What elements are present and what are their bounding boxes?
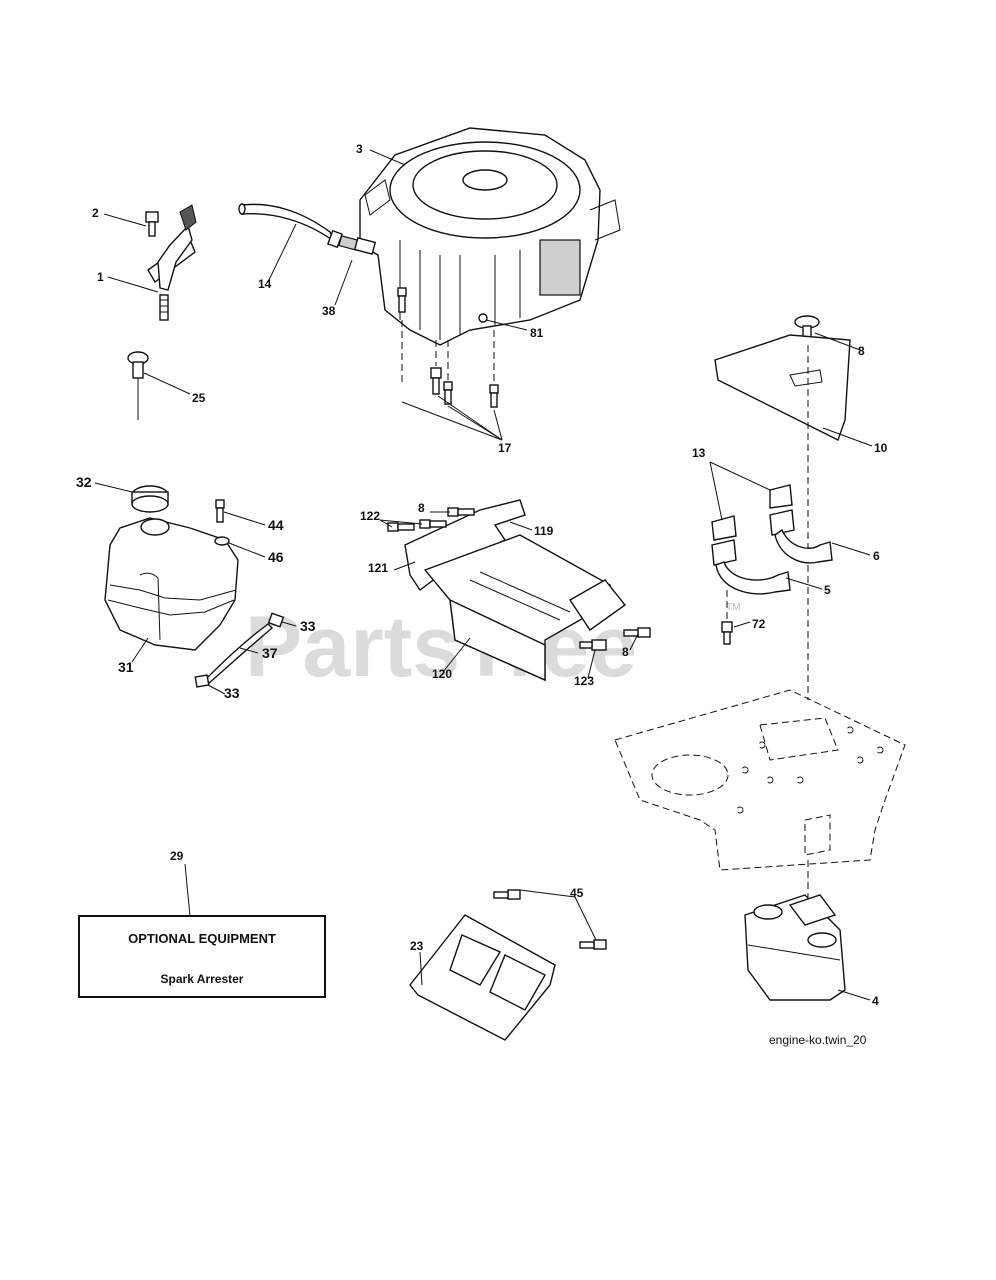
- callout-122: 122: [360, 509, 380, 523]
- dipstick[interactable]: [127, 351, 149, 420]
- callout-2: 2: [92, 206, 99, 220]
- optional-equipment-title: OPTIONAL EQUIPMENT: [128, 931, 276, 946]
- tractor-frame: [614, 689, 906, 900]
- exhaust-assembly[interactable]: [711, 315, 851, 700]
- callout-3: 3: [356, 142, 363, 156]
- callout-31: 31: [118, 659, 134, 675]
- callout-81: 81: [530, 326, 544, 340]
- callout-32: 32: [76, 474, 92, 490]
- callout-4: 4: [872, 994, 879, 1008]
- callout-45: 45: [570, 886, 584, 900]
- fuel-line-assembly[interactable]: [238, 203, 377, 255]
- callout-8-bracket-top: 8: [418, 501, 425, 515]
- optional-equipment-item: Spark Arrester: [161, 972, 244, 986]
- callout-44: 44: [268, 517, 284, 533]
- fuel-tank-assembly[interactable]: [104, 485, 285, 688]
- heat-shield-plate[interactable]: [409, 889, 607, 1041]
- callout-1: 1: [97, 270, 104, 284]
- throttle-control[interactable]: [145, 204, 197, 321]
- callout-8-heat-shield: 8: [858, 344, 865, 358]
- callout-17: 17: [498, 441, 512, 455]
- callout-119: 119: [534, 524, 554, 538]
- callout-72: 72: [752, 617, 766, 631]
- optional-equipment-box: OPTIONAL EQUIPMENT Spark Arrester: [78, 915, 326, 998]
- engine-mount-bracket[interactable]: [387, 499, 651, 682]
- watermark-tm: TM: [726, 602, 740, 613]
- callout-38: 38: [322, 304, 336, 318]
- callout-29: 29: [170, 849, 184, 863]
- leader-lines: [94, 149, 873, 1001]
- engine-bolts[interactable]: [397, 287, 499, 408]
- callout-46: 46: [268, 549, 284, 565]
- callout-33-lower: 33: [224, 685, 240, 701]
- callout-23: 23: [410, 939, 424, 953]
- callout-13: 13: [692, 446, 706, 460]
- callout-labels: 3 2 1 14 38 81 25 17 8 10 13 6 5 72 32 4…: [76, 142, 888, 1008]
- callout-121: 121: [368, 561, 388, 575]
- callout-14: 14: [258, 277, 272, 291]
- callout-123: 123: [574, 674, 594, 688]
- callout-120: 120: [432, 667, 452, 681]
- callout-33-upper: 33: [300, 618, 316, 634]
- callout-37: 37: [262, 645, 278, 661]
- callout-10: 10: [874, 441, 888, 455]
- engine-assembly[interactable]: [359, 127, 621, 346]
- muffler[interactable]: [744, 894, 846, 1001]
- callout-6: 6: [873, 549, 880, 563]
- callout-25: 25: [192, 391, 206, 405]
- diagram-reference: engine-ko.twin_20: [769, 1033, 867, 1047]
- callout-8-bracket-side: 8: [622, 645, 629, 659]
- callout-5: 5: [824, 583, 831, 597]
